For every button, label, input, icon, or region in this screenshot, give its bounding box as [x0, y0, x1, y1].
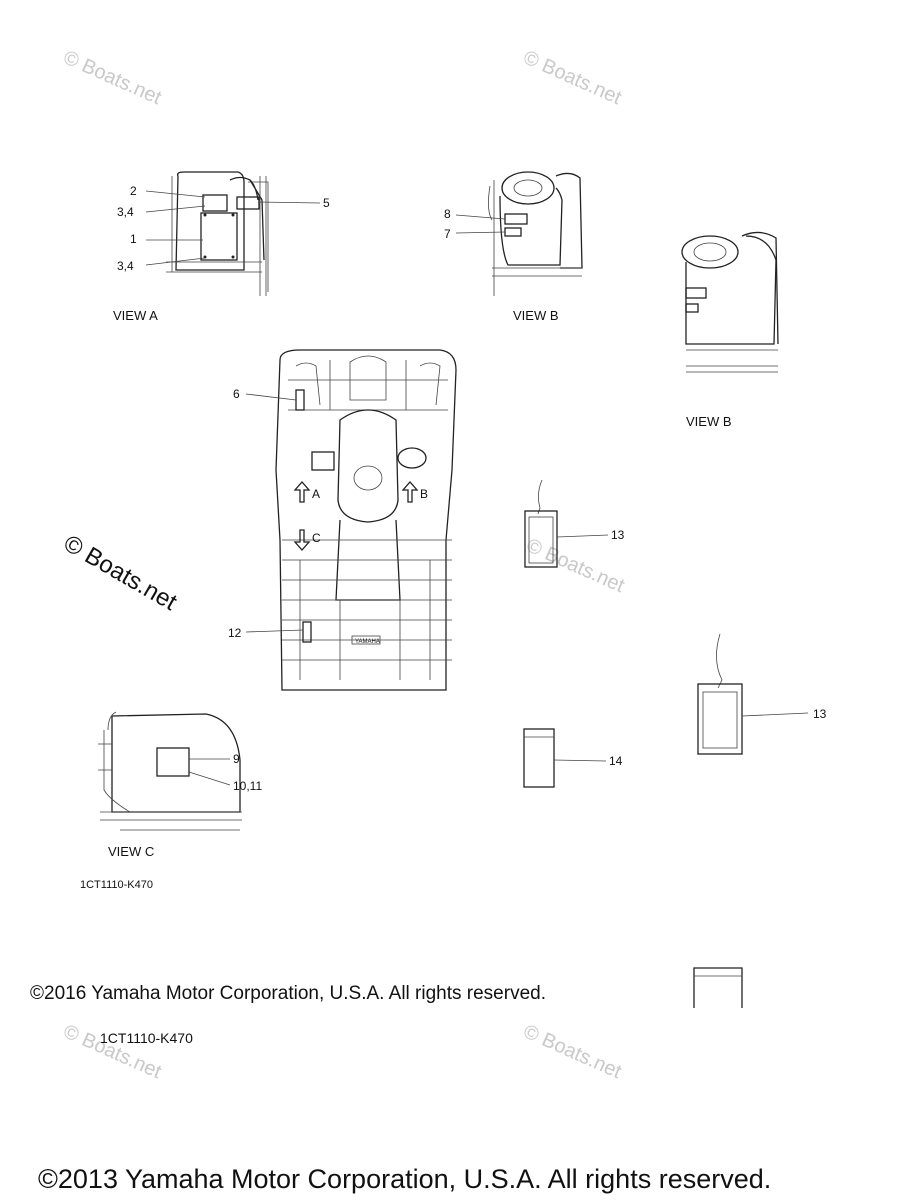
atv-top-view: YAMAHA 6 12 A B C [228, 349, 457, 691]
arrow-b-label: B [420, 487, 428, 501]
callout-13-large: 13 [813, 707, 827, 721]
watermark-top-right: © Boats.net [520, 46, 625, 109]
yamaha-logo-plate [351, 635, 381, 645]
watermarks: © Boats.net © Boats.net © Boats.net © Bo… [59, 46, 628, 1083]
callout-12: 12 [228, 626, 242, 640]
callout-13: 13 [611, 528, 625, 542]
view-c-label: VIEW C [108, 844, 154, 859]
watermark-bottom-right: © Boats.net [520, 1020, 625, 1083]
label-12 [302, 621, 312, 643]
arrow-c-label: C [312, 531, 321, 545]
arrow-c [293, 529, 311, 551]
hang-tag-large: 13 [697, 633, 827, 755]
view-b-large-label: VIEW B [686, 414, 732, 429]
label-plate-2 [202, 194, 228, 212]
callout-5: 5 [323, 196, 330, 210]
view-c-drawing: 9 10,11 VIEW C [98, 711, 262, 859]
copyright-2013: ©2013 Yamaha Motor Corporation, U.S.A. A… [38, 1164, 772, 1194]
diagram-code-bottom: 1CT1110-K470 [100, 1030, 193, 1046]
callout-1: 1 [130, 232, 137, 246]
hang-tag-small: 13 [524, 479, 625, 568]
arrow-a-label: A [312, 487, 320, 501]
label-plate-5 [236, 196, 260, 210]
callout-3-4-bottom: 3,4 [117, 259, 134, 273]
yamaha-logo-text: YAMAHA [355, 639, 380, 645]
callout-2: 2 [130, 184, 137, 198]
view-b-drawing: 8 7 VIEW B [444, 171, 583, 323]
callout-6: 6 [233, 387, 240, 401]
view-b-label: VIEW B [513, 308, 559, 323]
view-a-label: VIEW A [113, 308, 158, 323]
copyright-2016: ©2016 Yamaha Motor Corporation, U.S.A. A… [30, 983, 546, 1004]
label-8 [504, 213, 528, 225]
manual-bag: 14 [523, 728, 623, 788]
arrow-b [401, 481, 419, 503]
callout-14: 14 [609, 754, 623, 768]
label-7 [504, 227, 522, 237]
watermark-top-left: © Boats.net [60, 46, 165, 109]
callout-7: 7 [444, 227, 451, 241]
callout-10-11: 10,11 [233, 779, 262, 793]
label-6 [295, 389, 305, 411]
view-b-large-drawing: VIEW B [681, 231, 779, 429]
watermark-large-left: © Boats.net [59, 530, 182, 616]
view-a-drawing: 2 3,4 1 3,4 5 VIEW A [113, 171, 330, 323]
diagram-code-top: 1CT1110-K470 [80, 879, 153, 891]
label-plate-1 [200, 212, 238, 261]
label-plate-9 [156, 747, 190, 777]
callout-9: 9 [233, 752, 240, 766]
manual-bag-partial [693, 967, 743, 1008]
callout-3-4-top: 3,4 [117, 205, 134, 219]
watermark-middle: © Boats.net [523, 534, 628, 597]
arrow-a [293, 481, 311, 503]
callout-8: 8 [444, 207, 451, 221]
